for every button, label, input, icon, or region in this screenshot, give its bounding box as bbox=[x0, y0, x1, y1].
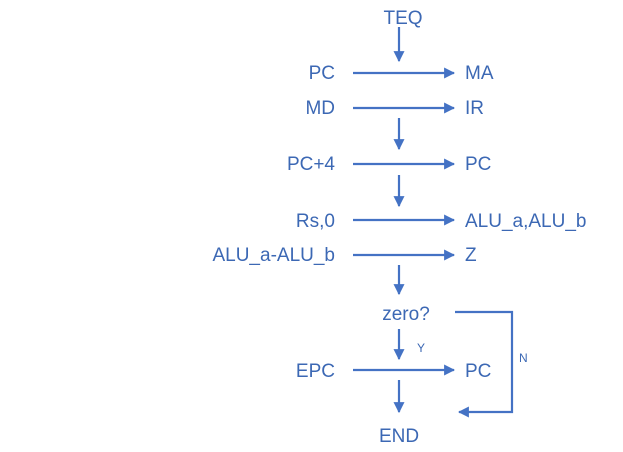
decision-node-zero: zero? bbox=[382, 304, 430, 325]
step-1-target: MA bbox=[465, 63, 494, 84]
yes-label: Y bbox=[417, 341, 425, 355]
step-5-source: ALU_a-ALU_b bbox=[212, 245, 335, 266]
end-node: END bbox=[379, 426, 419, 447]
branch-target: PC bbox=[465, 361, 491, 382]
step-2-source: MD bbox=[305, 98, 335, 119]
no-label: N bbox=[519, 351, 528, 365]
no-branch-arrow bbox=[455, 310, 514, 418]
step-3-source: PC+4 bbox=[287, 154, 335, 175]
step-5-target: Z bbox=[465, 245, 477, 266]
step-4-target: ALU_a,ALU_b bbox=[465, 211, 586, 232]
step-4-source: Rs,0 bbox=[296, 211, 335, 232]
step-3-target: PC bbox=[465, 154, 491, 175]
step-1-source: PC bbox=[309, 63, 335, 84]
step-2-target: IR bbox=[465, 98, 484, 119]
start-node-teq: TEQ bbox=[383, 8, 422, 29]
branch-source: EPC bbox=[296, 361, 335, 382]
